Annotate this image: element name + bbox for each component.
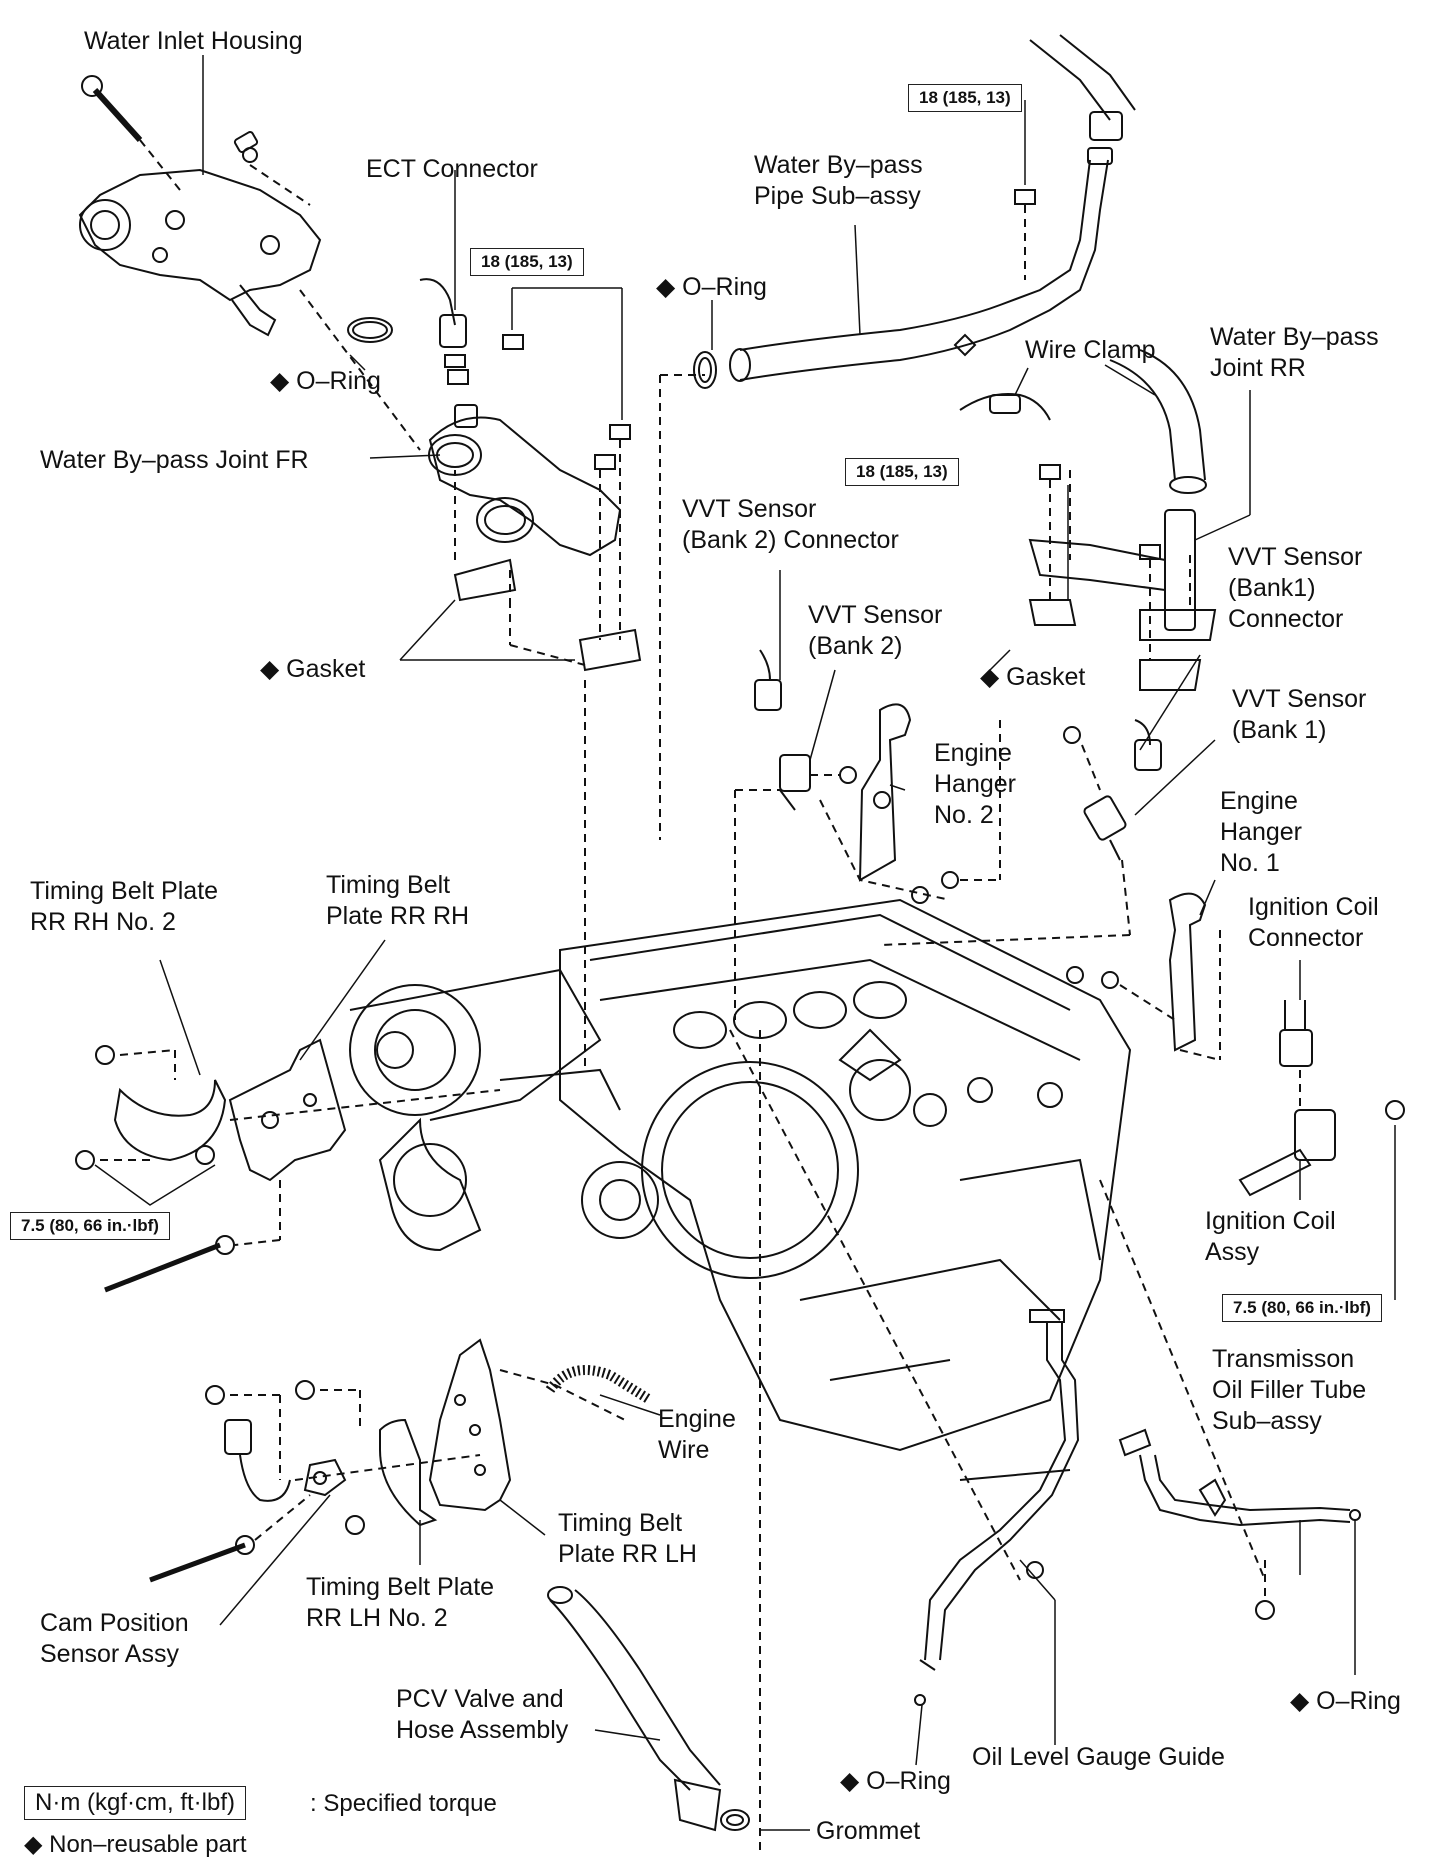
label-timing-belt-plate-rr-rh: Timing Belt Plate RR RH xyxy=(326,871,470,930)
leader-lines xyxy=(159,55,1356,1831)
vvt-sensor-bank2-drawing xyxy=(734,649,857,1020)
water-bypass-joint-fr-drawing xyxy=(428,287,642,1070)
label-ignition-coil-connector: Ignition Coil Connector xyxy=(1248,893,1379,952)
timing-belt-plate-rr-rh-drawing xyxy=(75,1038,501,1293)
label-o-ring-left: ◆ O–Ring xyxy=(270,367,381,395)
label-water-inlet-housing: Water Inlet Housing xyxy=(84,27,303,55)
timing-belt-plate-rr-lh-drawing xyxy=(205,1338,626,1535)
legend-torque-units: N·m (kgf·cm, ft·lbf) xyxy=(24,1786,246,1820)
water-bypass-pipe-drawing xyxy=(659,34,1136,840)
engine-hanger-no2-drawing xyxy=(819,703,1001,904)
label-cam-position-sensor-assy: Cam Position Sensor Assy xyxy=(40,1609,189,1668)
label-water-bypass-joint-rr: Water By–pass Joint RR xyxy=(1210,323,1379,382)
label-water-bypass-pipe: Water By–pass Pipe Sub–assy xyxy=(754,151,923,210)
ignition-coil-drawing xyxy=(1238,1000,1405,1300)
engine-block-drawing xyxy=(349,898,1132,1452)
engine-wire-drawing xyxy=(545,1365,653,1405)
label-water-bypass-joint-fr: Water By–pass Joint FR xyxy=(40,446,309,474)
label-timing-belt-plate-rr-lh: Timing Belt Plate RR LH xyxy=(558,1509,697,1568)
label-gasket-left: ◆ Gasket xyxy=(260,655,366,683)
engine-hanger-no1-drawing xyxy=(1066,892,1221,1061)
wire-clamp-drawing xyxy=(959,349,1207,494)
label-engine-wire: Engine Wire xyxy=(658,1405,736,1464)
oil-level-gauge-guide-drawing xyxy=(729,1029,1080,1706)
torque-box-ect: 18 (185, 13) xyxy=(470,248,584,276)
ect-connector-drawing xyxy=(419,170,467,368)
label-engine-hanger-no2: Engine Hanger No. 2 xyxy=(934,739,1016,829)
label-o-ring-right: ◆ O–Ring xyxy=(1290,1687,1401,1715)
label-gasket-right: ◆ Gasket xyxy=(980,663,1086,691)
pcv-valve-hose-drawing xyxy=(547,1030,761,1850)
legend-nonreusable: ◆ Non–reusable part xyxy=(24,1831,247,1858)
label-timing-belt-plate-rr-rh-no2: Timing Belt Plate RR RH No. 2 xyxy=(30,877,219,936)
legend-torque-desc: : Specified torque xyxy=(310,1790,497,1817)
label-o-ring-pipe: ◆ O–Ring xyxy=(656,273,767,301)
water-inlet-housing-drawing xyxy=(78,75,421,451)
label-timing-belt-plate-rr-lh-no2: Timing Belt Plate RR LH No. 2 xyxy=(306,1573,495,1632)
label-o-ring-gauge: ◆ O–Ring xyxy=(840,1767,951,1795)
label-vvt-sensor-bank2-connector: VVT Sensor (Bank 2) Connector xyxy=(682,495,899,554)
label-pcv-valve-hose-assembly: PCV Valve and Hose Assembly xyxy=(396,1685,569,1744)
torque-box-rr: 18 (185, 13) xyxy=(845,458,959,486)
torque-box-top: 18 (185, 13) xyxy=(908,84,1022,112)
label-engine-hanger-no1: Engine Hanger No. 1 xyxy=(1220,787,1302,877)
label-vvt-sensor-bank1-connector: VVT Sensor (Bank1) Connector xyxy=(1228,543,1363,633)
label-oil-level-gauge-guide: Oil Level Gauge Guide xyxy=(972,1743,1225,1771)
torque-box-left: 7.5 (80, 66 in.·lbf) xyxy=(10,1212,170,1240)
label-ect-connector: ECT Connector xyxy=(366,155,538,183)
water-bypass-joint-rr-drawing xyxy=(1028,464,1217,691)
label-wire-clamp: Wire Clamp xyxy=(1025,336,1156,364)
torque-box-right: 7.5 (80, 66 in.·lbf) xyxy=(1222,1294,1382,1322)
transmission-oil-filler-drawing xyxy=(1099,1179,1361,1620)
label-vvt-sensor-bank1: VVT Sensor (Bank 1) xyxy=(1232,685,1367,744)
vvt-sensor-bank1-drawing xyxy=(879,719,1162,946)
cam-position-sensor-drawing xyxy=(149,1419,347,1583)
label-grommet: Grommet xyxy=(816,1817,921,1845)
label-ignition-coil-assy: Ignition Coil Assy xyxy=(1205,1207,1336,1266)
label-transmission-oil-filler-tube: Transmisson Oil Filler Tube Sub–assy xyxy=(1212,1345,1367,1435)
label-vvt-sensor-bank2: VVT Sensor (Bank 2) xyxy=(808,601,943,660)
